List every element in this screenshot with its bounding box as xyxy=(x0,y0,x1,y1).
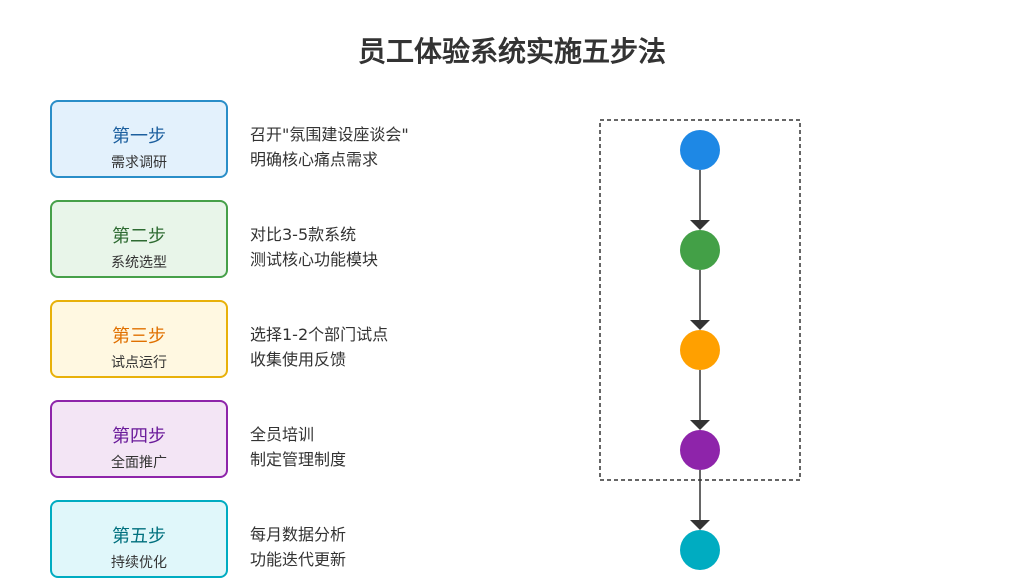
step-subtitle: 试点运行 xyxy=(111,355,167,371)
step-description-3: 选择1-2个部门试点 收集使用反馈 xyxy=(250,322,388,372)
step-description-2: 对比3-5款系统 测试核心功能模块 xyxy=(250,222,378,272)
page-title: 员工体验系统实施五步法 xyxy=(357,35,666,68)
step-description-1: 召开"氛围建设座谈会" 明确核心痛点需求 xyxy=(250,122,409,172)
step-node-5 xyxy=(680,530,720,570)
step-title: 第五步 xyxy=(112,526,166,547)
step-box-2: 第二步 系统选型 xyxy=(50,200,228,278)
step-desc-line: 对比3-5款系统 xyxy=(250,225,357,244)
step-description-4: 全员培训 制定管理制度 xyxy=(250,422,346,472)
step-desc-line: 明确核心痛点需求 xyxy=(250,150,379,169)
step-box-3: 第三步 试点运行 xyxy=(50,300,228,378)
step-box-4: 第四步 全面推广 xyxy=(50,400,228,478)
flow-arrowhead xyxy=(690,420,710,430)
step-node-1 xyxy=(680,130,720,170)
step-description-5: 每月数据分析 功能迭代更新 xyxy=(250,522,346,572)
flow-arrowhead xyxy=(690,520,710,530)
step-box-5: 第五步 持续优化 xyxy=(50,500,228,578)
step-node-3 xyxy=(680,330,720,370)
step-node-4 xyxy=(680,430,720,470)
step-title: 第四步 xyxy=(112,426,166,447)
step-title: 第三步 xyxy=(112,326,166,347)
step-box-1: 第一步 需求调研 xyxy=(50,100,228,178)
step-subtitle: 持续优化 xyxy=(111,555,167,571)
step-desc-line: 收集使用反馈 xyxy=(250,350,347,369)
step-subtitle: 需求调研 xyxy=(111,155,167,171)
flow-arrowhead xyxy=(690,320,710,330)
step-title: 第一步 xyxy=(112,126,166,147)
step-desc-line: 每月数据分析 xyxy=(250,525,347,544)
step-desc-line: 测试核心功能模块 xyxy=(250,250,379,269)
step-node-2 xyxy=(680,230,720,270)
step-title: 第二步 xyxy=(112,226,166,247)
step-desc-line: 全员培训 xyxy=(250,425,315,444)
flow-arrowhead xyxy=(690,220,710,230)
step-subtitle: 系统选型 xyxy=(111,255,167,271)
step-desc-line: 召开"氛围建设座谈会" xyxy=(250,125,409,144)
step-desc-line: 选择1-2个部门试点 xyxy=(250,325,389,344)
step-desc-line: 制定管理制度 xyxy=(250,450,347,469)
step-desc-line: 功能迭代更新 xyxy=(250,550,347,569)
step-subtitle: 全面推广 xyxy=(111,455,167,471)
